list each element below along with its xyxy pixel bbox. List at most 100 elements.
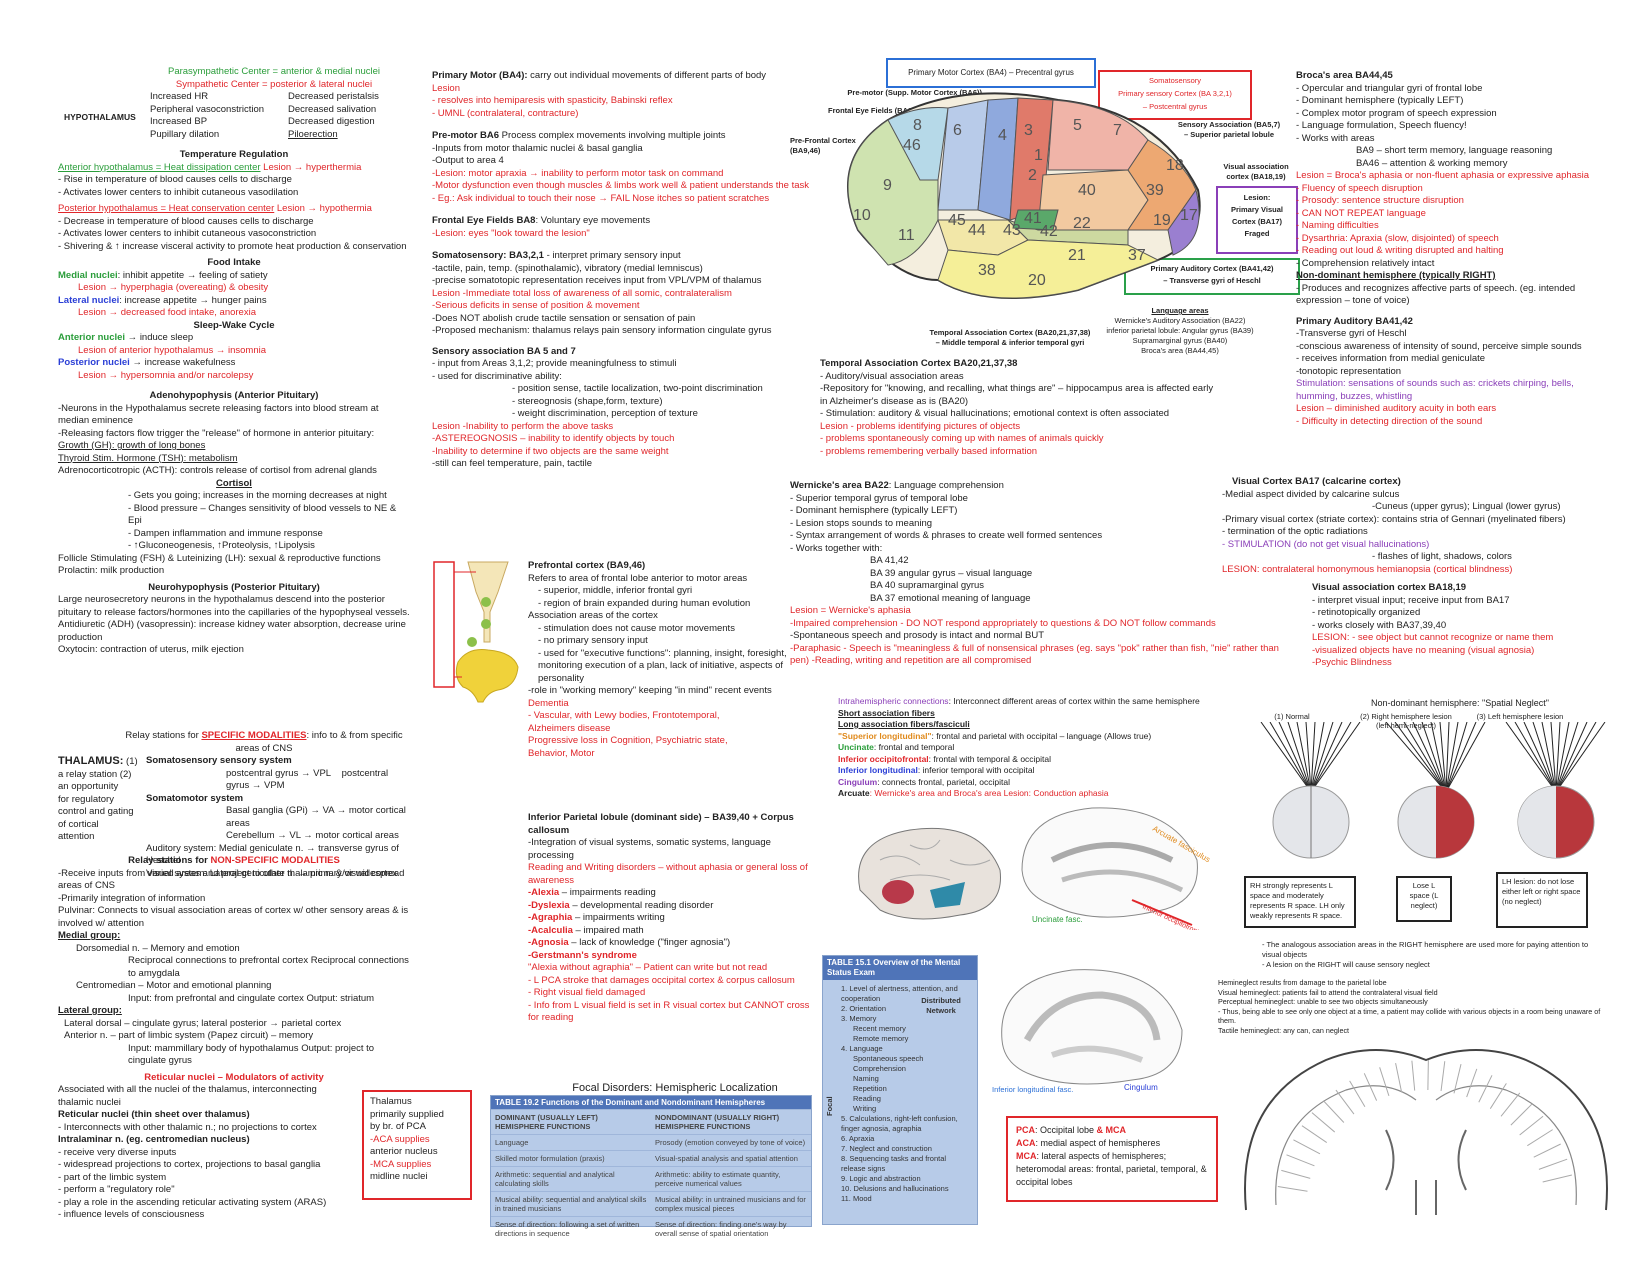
visual-line: -Cuneus (upper gyrus); Lingual (lower gy… bbox=[1372, 501, 1561, 512]
fasciculus-name: Cingulum bbox=[838, 776, 878, 787]
assoc-line: - stereognosis (shape,form, texture) bbox=[512, 395, 663, 407]
auditory-box-line: – Transverse gyri of Heschl bbox=[1163, 276, 1261, 285]
prefrontal-line: -role in "working memory" keeping "in mi… bbox=[528, 685, 772, 696]
hatch-line bbox=[1489, 1083, 1507, 1109]
supply-line: midline nuclei bbox=[370, 1171, 428, 1182]
reticular-line: Associated with all the nuclei of the th… bbox=[58, 1084, 317, 1108]
gerstmann-line: -Gerstmann's syndrome bbox=[528, 949, 637, 961]
temp-line: - Shivering & ↑ increase visceral activi… bbox=[58, 240, 407, 252]
primary-motor-red: Lesion bbox=[432, 82, 460, 94]
visual-box-line: Cortex (BA17) bbox=[1231, 217, 1282, 226]
prefrontal-section: Prefrontal cortex (BA9,46) Refers to are… bbox=[528, 560, 808, 760]
adeno-line: -Neurons in the Hypothalamus secrete rel… bbox=[58, 402, 379, 427]
temporal-section: Temporal Association Cortex BA20,21,37,3… bbox=[820, 358, 1220, 458]
parietal-title: Inferior Parietal lobule (dominant side)… bbox=[528, 812, 794, 836]
brodmann-number: 42 bbox=[1040, 223, 1058, 240]
primary-visual-box: Lesion: Primary Visual Cortex (BA17) Fra… bbox=[1216, 186, 1298, 254]
artery-text: : lateral aspects of hemispheres; hetero… bbox=[1016, 1151, 1207, 1187]
attention-ray bbox=[1260, 722, 1312, 793]
attention-ray bbox=[1269, 722, 1312, 793]
nonspec-line: Lateral group: bbox=[58, 1005, 122, 1016]
wernicke-line: - Superior temporal gyrus of temporal lo… bbox=[790, 492, 968, 504]
coronal-outline bbox=[1244, 1049, 1608, 1211]
fasciculus-text: : frontal and temporal bbox=[873, 742, 955, 752]
nonspec-red: NON-SPECIFIC MODALITIES bbox=[210, 855, 340, 866]
premotor-red: -Motor dysfunction even though muscles &… bbox=[432, 180, 810, 191]
attention-ray bbox=[1310, 722, 1334, 793]
relay-head: Relay stations for bbox=[125, 730, 199, 741]
thalamus-section: Relay stations for SPECIFIC MODALITIES: … bbox=[58, 730, 410, 1222]
focal-row: Arithmetic: sequential and analytical ca… bbox=[491, 1166, 811, 1191]
disorder-name: -Agraphia bbox=[528, 912, 573, 923]
attention-ray bbox=[1287, 722, 1312, 793]
fasciculus-name: Inferior occipitofrontal bbox=[838, 753, 929, 764]
attention-ray bbox=[1439, 722, 1447, 793]
mse-item: Naming bbox=[853, 1074, 879, 1083]
sym-effect: Peripheral vasoconstriction bbox=[150, 103, 265, 115]
nonspec-head: Relay stations for bbox=[128, 855, 208, 866]
somato-text: - interpret primary sensory input bbox=[543, 250, 681, 261]
thalamus-side: an opportunity bbox=[58, 781, 119, 792]
neglect-note: - The analogous association areas in the… bbox=[1262, 940, 1589, 959]
legend-item: Broca's area (BA44,45) bbox=[1141, 346, 1219, 355]
parietal-red: - Right visual field damaged bbox=[528, 987, 646, 998]
wernicke-line: BA 41,42 bbox=[870, 555, 909, 566]
assoc-red: Lesion -Inability to perform the above t… bbox=[432, 420, 614, 432]
brodmann-number: 46 bbox=[903, 137, 921, 154]
broca-red: Lesion = Broca's aphasia or non-fluent a… bbox=[1296, 170, 1590, 181]
broca-line: Non-dominant hemisphere (typically RIGHT… bbox=[1296, 270, 1496, 281]
broca-title: Broca's area BA44,45 bbox=[1296, 70, 1393, 81]
intact-left-half bbox=[1518, 786, 1556, 858]
neuron-dot bbox=[481, 597, 491, 607]
prefrontal-line: Association areas of the cortex bbox=[528, 610, 658, 621]
disorder-name: -Dyslexia bbox=[528, 899, 570, 911]
sym-effect: Pupillary dilation bbox=[150, 128, 220, 140]
somato-line: -Does NOT abolish crude tactile sensatio… bbox=[432, 312, 696, 324]
parietal-red: - L PCA stroke that damages occipital co… bbox=[528, 974, 795, 986]
attention-ray bbox=[1514, 722, 1557, 793]
brodmann-number: 18 bbox=[1166, 157, 1184, 174]
focal-cell: Arithmetic: sequential and analytical ca… bbox=[495, 1170, 615, 1188]
adeno-title: Adenohypophysis (Anterior Pituitary) bbox=[149, 390, 319, 401]
wernicke-red: -Paraphasic - Speech is "meaningless & f… bbox=[790, 642, 1279, 667]
sensory-assoc-title: Sensory association BA 5 and 7 bbox=[432, 345, 576, 357]
reticular-line: - perform a "regulatory role" bbox=[58, 1184, 175, 1195]
reticular-line: - influence levels of consciousness bbox=[58, 1209, 205, 1220]
broca-red: - Fluency of speech disruption bbox=[1296, 182, 1423, 194]
arteries-box: PCA: Occipital lobe & MCA ACA: medial as… bbox=[1006, 1116, 1218, 1202]
attention-ray bbox=[1555, 722, 1606, 793]
wernicke-line: - Dominant hemisphere (typically LEFT) bbox=[790, 505, 958, 516]
primary-auditory-box: Primary Auditory Cortex (BA41,42) – Tran… bbox=[1124, 258, 1300, 295]
fasciculus-band bbox=[1050, 842, 1174, 863]
prefrontal-line: Refers to area of frontal lobe anterior … bbox=[528, 572, 748, 584]
mse-item: Remote memory bbox=[853, 1034, 909, 1043]
fasciculus-text: : Wernicke's area and Broca's area Lesio… bbox=[869, 788, 1109, 798]
brodmann-number: 44 bbox=[968, 222, 986, 239]
attention-ray bbox=[1555, 722, 1588, 793]
temporal-line: -Repository for "knowing, and recalling,… bbox=[820, 383, 1214, 407]
focal-table-title: TABLE 19.2 Functions of the Dominant and… bbox=[491, 1096, 811, 1109]
somato-box-line: – Postcentral gyrus bbox=[1142, 102, 1208, 111]
motor-line: Cerebellum → VL → motor cortical areas bbox=[226, 830, 399, 841]
wernicke-line: BA 39 angular gyrus – visual language bbox=[870, 567, 1033, 579]
coronal-inner bbox=[1275, 1085, 1417, 1206]
visual-assoc-label: cortex (BA18,19) bbox=[1226, 172, 1286, 181]
pointer-line bbox=[1131, 899, 1193, 926]
visual-assoc-line: - works closely with BA37,39,40 bbox=[1312, 619, 1447, 631]
brodmann-number: 19 bbox=[1153, 212, 1171, 229]
temp-line: - Rise in temperature of blood causes ce… bbox=[58, 174, 292, 185]
hatch-line bbox=[1533, 1143, 1561, 1158]
fef-label: Frontal Eye Fields (BA8) bbox=[828, 106, 915, 115]
anterior-lesion: Lesion of anterior hypothalamus → insomn… bbox=[78, 344, 266, 356]
focal-cell: Musical ability: sequential and analytic… bbox=[495, 1195, 647, 1213]
attention-ray bbox=[1550, 722, 1557, 793]
disorder-name: -Acalculia bbox=[528, 924, 573, 936]
fef-red: -Lesion: eyes "look toward the lesion" bbox=[432, 227, 590, 239]
premotor-label: Pre-motor (Supp. Motor Cortex (BA6)) bbox=[847, 88, 982, 97]
hemineglect-line: Perceptual hemineglect: unable to see tw… bbox=[1218, 997, 1428, 1006]
thalamus-side: for regulatory bbox=[58, 793, 114, 805]
artery-text: : Occipital lobe bbox=[1035, 1125, 1097, 1135]
focal-left-head: DOMINANT (USUALLY LEFT) HEMISPHERE FUNCT… bbox=[495, 1113, 598, 1131]
neglect-box-1: RH strongly represents L space and moder… bbox=[1244, 876, 1356, 928]
wernicke-line: BA 40 supramarginal gyrus bbox=[870, 580, 985, 591]
